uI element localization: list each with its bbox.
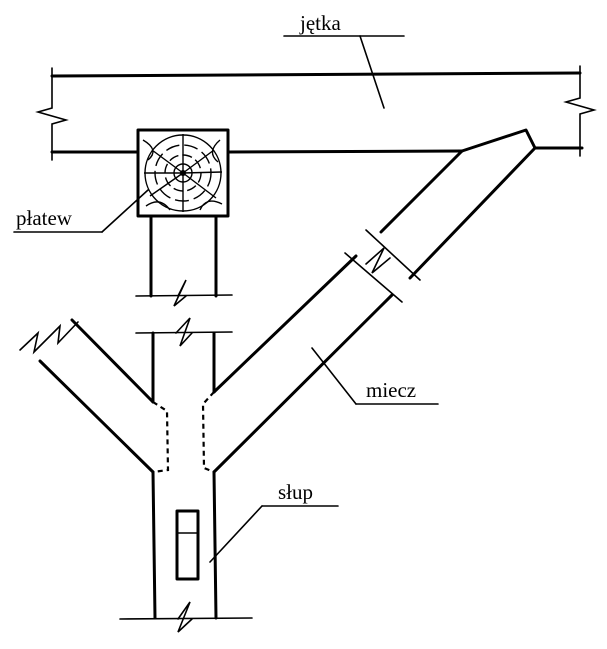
post-upper bbox=[135, 214, 233, 307]
collar-beam bbox=[35, 65, 597, 161]
post-lower bbox=[119, 317, 253, 633]
label-jetka-text: jętka bbox=[299, 11, 341, 35]
label-jetka: jętka bbox=[283, 11, 405, 109]
label-miecz-text: miecz bbox=[366, 378, 416, 402]
label-platew-text: płatew bbox=[16, 206, 73, 230]
post-tenon bbox=[175, 509, 200, 581]
label-slup: słup bbox=[209, 480, 339, 563]
label-slup-text: słup bbox=[278, 480, 313, 504]
label-platew: płatew bbox=[13, 189, 149, 233]
right-brace bbox=[201, 128, 537, 474]
label-miecz: miecz bbox=[311, 347, 439, 405]
purlin-cross-section bbox=[136, 128, 230, 218]
left-brace bbox=[19, 318, 170, 474]
left-break-mark bbox=[35, 67, 69, 161]
right-break-mark bbox=[563, 65, 597, 157]
